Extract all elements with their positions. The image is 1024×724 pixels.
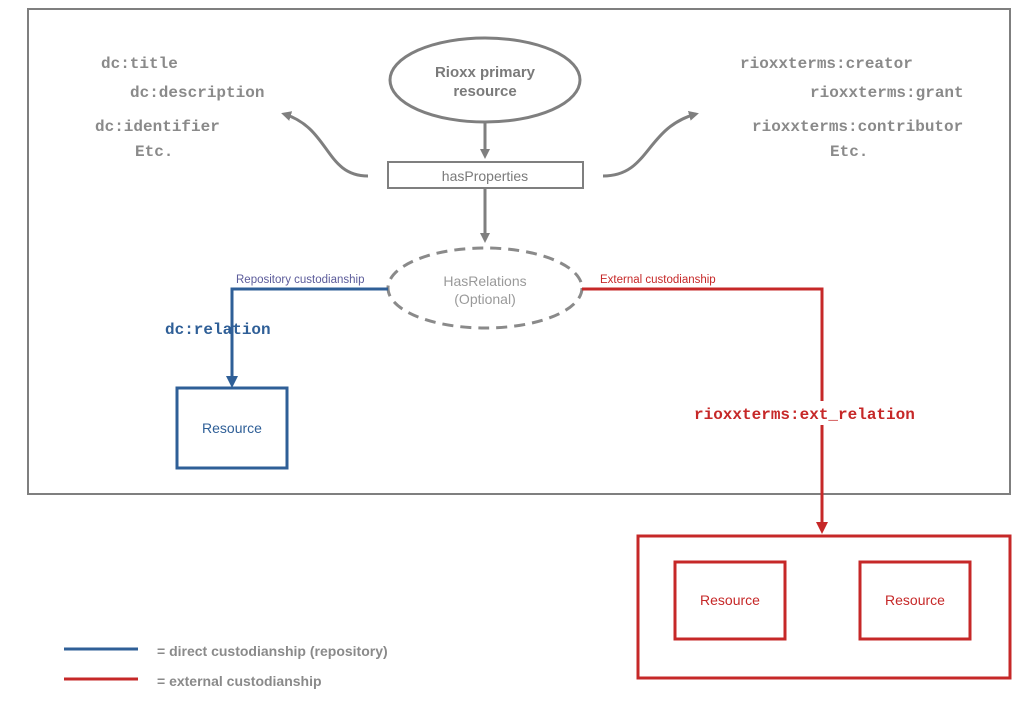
- repository-resource-label: Resource: [202, 420, 262, 436]
- repository-resource-box: [175, 386, 289, 470]
- repository-frame: [27, 8, 1011, 495]
- left-property-3: dc:identifier: [95, 118, 220, 136]
- has-relations-label-2: (Optional): [454, 291, 515, 307]
- external-resource-box-1: [673, 560, 787, 641]
- primary-resource-label-2: resource: [453, 83, 516, 100]
- legend-external-label: = external custodianship: [157, 673, 322, 689]
- properties-left-arrow: [281, 111, 369, 178]
- external-resource-label-1: Resource: [700, 592, 760, 608]
- has-properties-box: [387, 161, 584, 189]
- right-property-4: Etc.: [830, 143, 868, 161]
- external-resource-label-2: Resource: [885, 592, 945, 608]
- external-custodianship-label: External custodianship: [600, 274, 716, 286]
- ext-relation-backing: [690, 401, 970, 425]
- primary-resource-label-1: Rioxx primary: [435, 64, 536, 81]
- dc-relation-label: dc:relation: [165, 321, 271, 339]
- left-property-4: Etc.: [135, 143, 173, 161]
- external-resource-box-2: [858, 560, 972, 641]
- left-property-1: dc:title: [101, 55, 178, 73]
- legend-direct-label: = direct custodianship (repository): [157, 643, 388, 659]
- repository-connector-line: [226, 287, 388, 388]
- right-property-3: rioxxterms:contributor: [752, 118, 963, 136]
- properties-right-arrow: [602, 111, 699, 178]
- left-property-2: dc:description: [130, 84, 264, 102]
- right-property-1: rioxxterms:creator: [740, 55, 913, 73]
- has-properties-label: hasProperties: [442, 168, 528, 184]
- repository-custodianship-label: Repository custodianship: [236, 274, 365, 286]
- ext-relation-label: rioxxterms:ext_relation: [694, 406, 915, 424]
- external-connector-line: [582, 287, 828, 534]
- has-relations-label-1: HasRelations: [443, 273, 526, 289]
- right-property-2: rioxxterms:grant: [810, 84, 964, 102]
